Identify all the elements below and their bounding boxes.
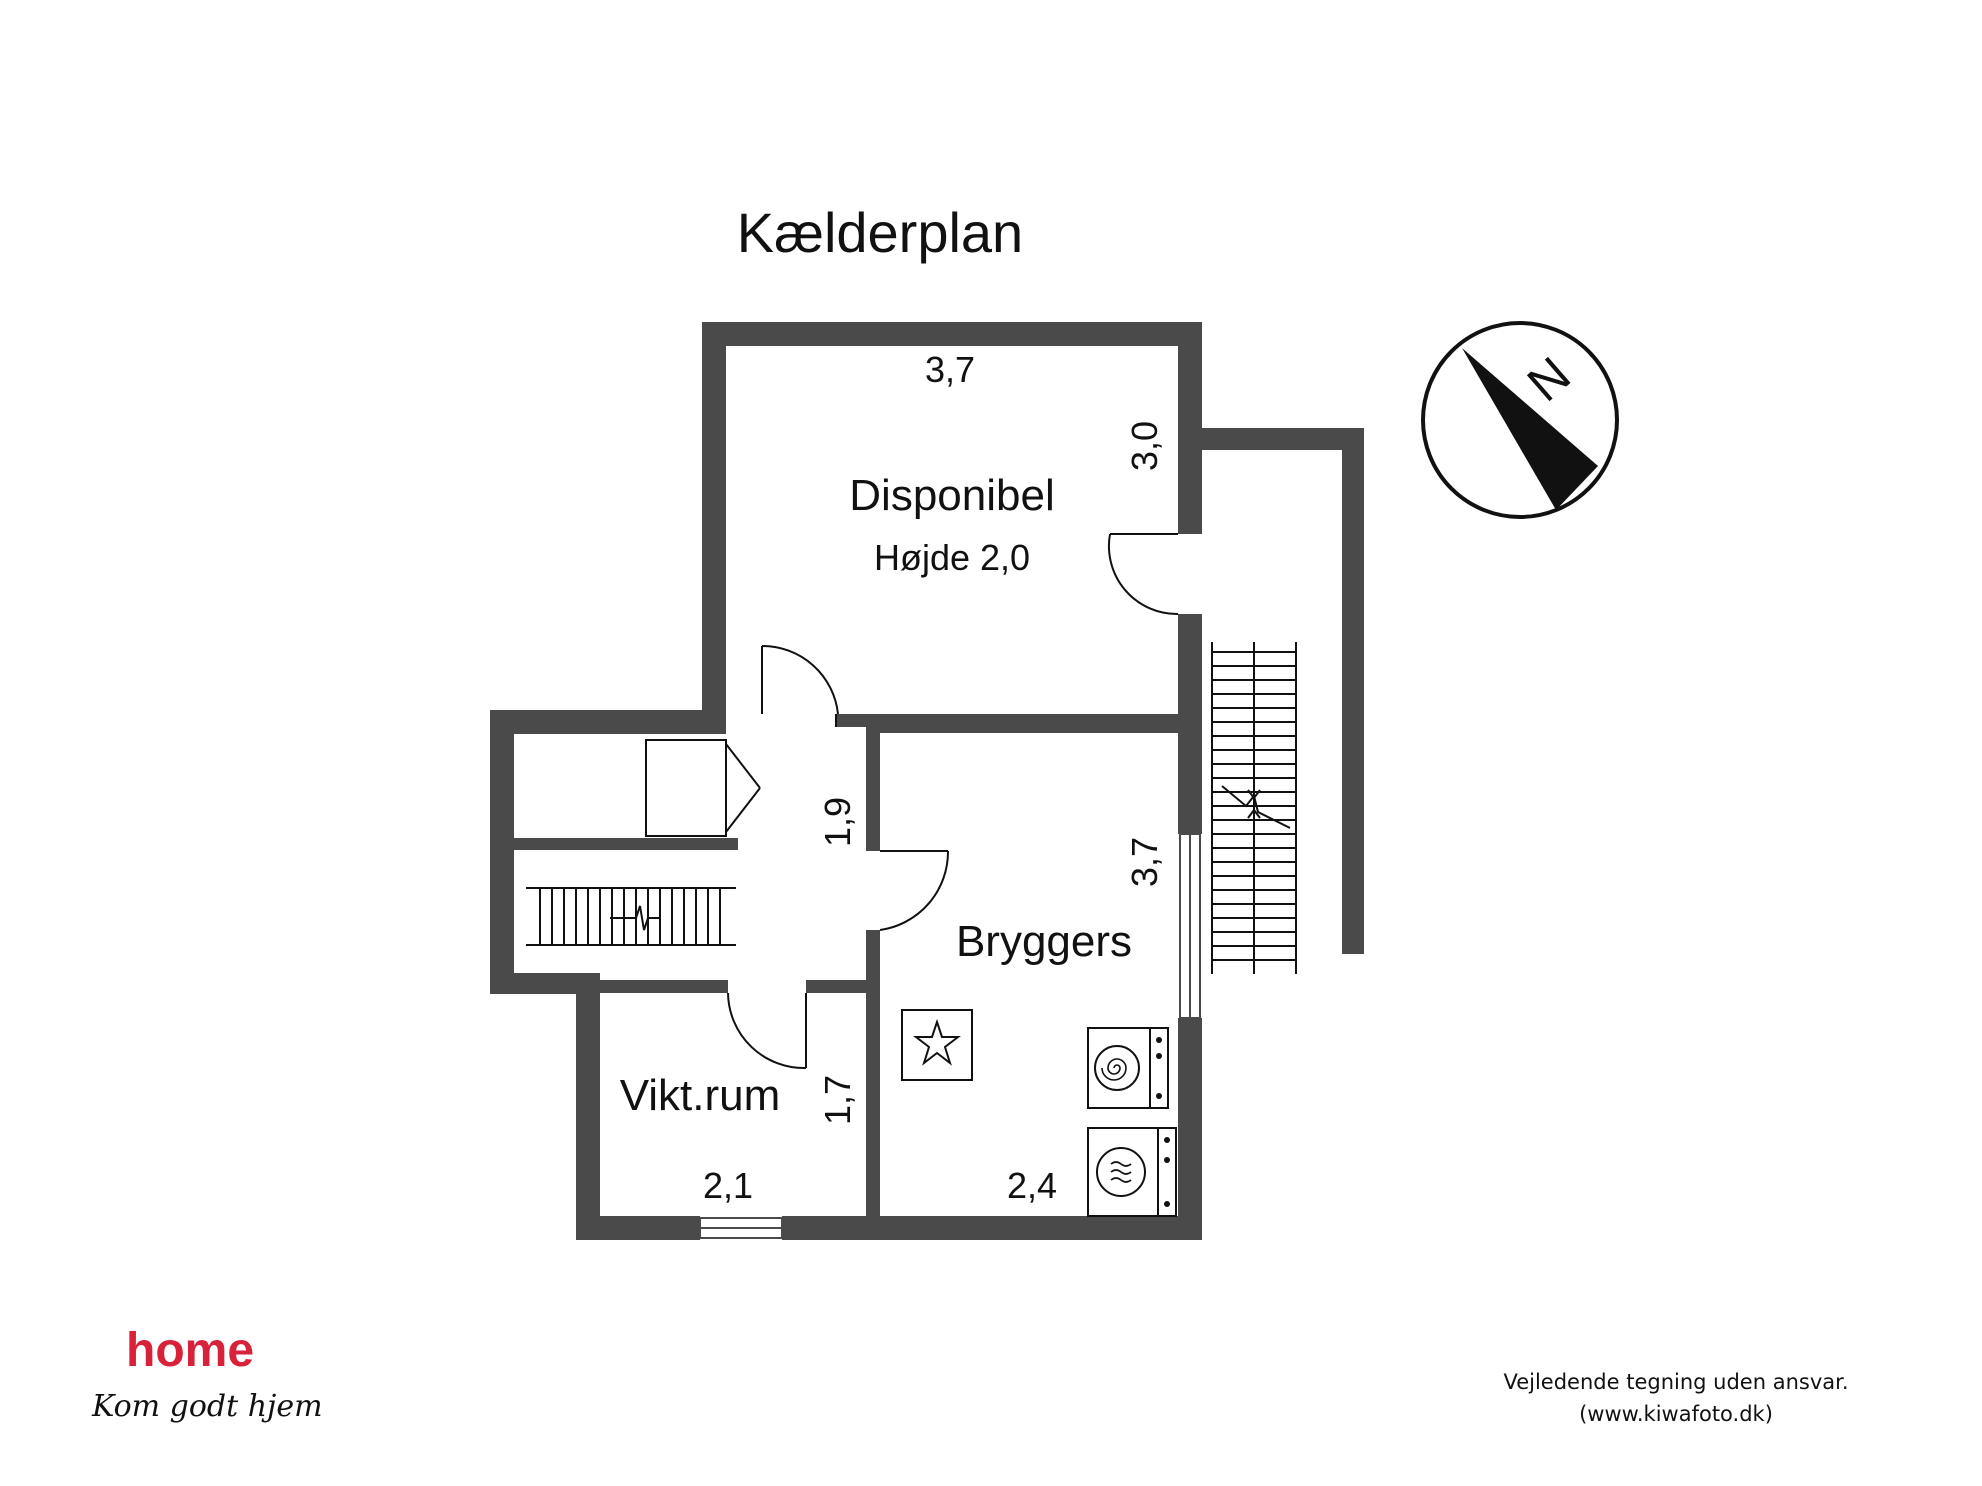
- wall-disp-bottom: [836, 714, 1178, 727]
- wall-disp-right-lower: [1178, 614, 1202, 724]
- wall-disp-right-upper: [1178, 322, 1202, 534]
- window-vikt: [699, 1217, 783, 1239]
- doors: [727, 533, 1179, 1070]
- bryggers-width-dim: 2,4: [1007, 1165, 1057, 1206]
- wall-stairwell-top: [1202, 428, 1364, 450]
- vikt-depth-dim: 1,7: [817, 1075, 858, 1125]
- disclaimer-line1: Vejledende tegning uden ansvar.: [1503, 1370, 1849, 1394]
- wall-vikt-top-left: [600, 980, 728, 993]
- wall-left-top: [490, 710, 726, 734]
- disp-width-dim: 3,7: [925, 349, 975, 390]
- window-bryggers: [1179, 833, 1201, 1019]
- wall-top: [702, 322, 1202, 346]
- disclaimer: Vejledende tegning uden ansvar. (www.kiw…: [1466, 1366, 1886, 1430]
- brand-name: home: [126, 1324, 254, 1377]
- stairs-right: [1211, 642, 1297, 974]
- home-logo: home Kom godt hjem: [91, 1324, 323, 1424]
- stairs-left: [526, 887, 736, 946]
- wall-bryg-right-lower: [1178, 1018, 1202, 1240]
- wall-bottom-right: [782, 1216, 1202, 1240]
- bryggers-depth-dim: 3,7: [1124, 837, 1165, 887]
- wall-disp-left: [702, 322, 726, 714]
- hall-dim: 1,9: [817, 797, 858, 847]
- disp-depth-dim: 3,0: [1124, 421, 1165, 471]
- wall-bottom-left: [576, 1216, 700, 1240]
- disp-room-name: Disponibel: [849, 471, 1054, 520]
- wall-hall-right-upper: [866, 727, 880, 851]
- fireplace-star-icon: [901, 1009, 973, 1081]
- dryer-icon: [1087, 1027, 1169, 1109]
- washer-icon: [1087, 1127, 1177, 1217]
- bryggers-room-name: Bryggers: [956, 917, 1132, 966]
- wall-left-outer: [490, 710, 514, 994]
- left-storage: [645, 739, 761, 837]
- wall-bryg-right-upper: [1178, 714, 1202, 834]
- vikt-room-name: Vikt.rum: [620, 1071, 781, 1120]
- disp-height-label: Højde 2,0: [874, 537, 1030, 578]
- wall-left-bottom: [490, 973, 600, 994]
- wall-vikt-left: [576, 973, 600, 1239]
- wall-vikt-top-right: [806, 980, 880, 993]
- vikt-width-dim: 2,1: [703, 1165, 753, 1206]
- plan-title: Kælderplan: [737, 201, 1023, 264]
- walls: [490, 322, 1364, 1240]
- wall-stairwell-right: [1342, 428, 1364, 954]
- wall-hall-right-lower: [866, 930, 880, 1228]
- compass-north-label: N: [1517, 346, 1581, 412]
- wall-left-divider: [514, 838, 738, 850]
- compass-icon: N: [1421, 321, 1619, 519]
- brand-tagline: Kom godt hjem: [91, 1389, 323, 1424]
- disclaimer-line2: (www.kiwafoto.dk): [1579, 1402, 1773, 1426]
